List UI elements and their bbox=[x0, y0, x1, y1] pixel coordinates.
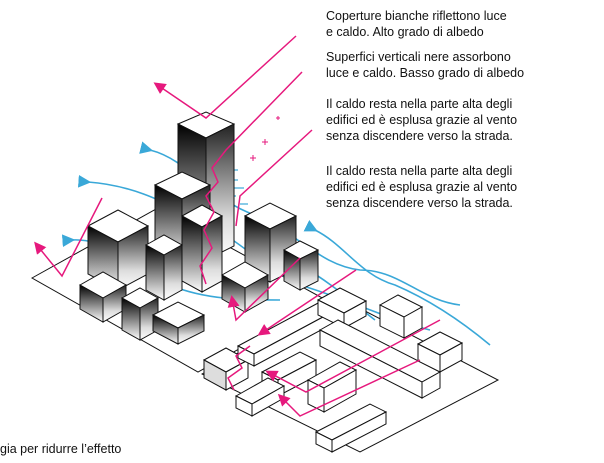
building-f bbox=[282, 240, 320, 291]
sun-rays bbox=[34, 35, 441, 417]
building-i bbox=[120, 287, 160, 341]
ray-roof-reflect-1 bbox=[153, 35, 297, 119]
low-building-9 bbox=[234, 377, 286, 417]
ray-wall-absorb-2 bbox=[235, 129, 313, 227]
low-building-2 bbox=[236, 301, 338, 367]
annotation-heat-top-2: Il caldo resta nella parte alta degli ed… bbox=[326, 164, 518, 210]
low-building-10 bbox=[314, 403, 388, 453]
ray-wall-absorb-1 bbox=[199, 71, 303, 285]
ray-roof-reflect-2 bbox=[34, 197, 103, 278]
caption: gia per ridurre l’effetto bbox=[0, 442, 122, 456]
heat-sparks bbox=[250, 116, 280, 161]
low-building-5 bbox=[378, 294, 424, 339]
ray-right-1 bbox=[265, 319, 441, 393]
building-a bbox=[86, 209, 150, 291]
annotation-dark-walls: Superfici verticali nere assorbono luce … bbox=[326, 50, 525, 80]
low-building-8 bbox=[416, 331, 464, 373]
building-d bbox=[180, 204, 224, 293]
building-e bbox=[144, 234, 184, 301]
wind-stream-4 bbox=[303, 219, 491, 346]
ray-right-2 bbox=[277, 359, 421, 417]
annotation-white-roofs: Coperture bianche riflettono luce e cald… bbox=[326, 9, 507, 39]
buildings-right bbox=[202, 287, 464, 453]
ray-right-absorb bbox=[227, 345, 251, 391]
building-j bbox=[151, 301, 206, 345]
building-h bbox=[78, 271, 128, 323]
ray-low-2 bbox=[257, 269, 357, 336]
low-building-6 bbox=[318, 319, 442, 399]
ray-low-1 bbox=[227, 257, 301, 322]
buildings-left bbox=[78, 111, 320, 345]
annotation-heat-top-1: Il caldo resta nella parte alta degli ed… bbox=[326, 97, 518, 143]
